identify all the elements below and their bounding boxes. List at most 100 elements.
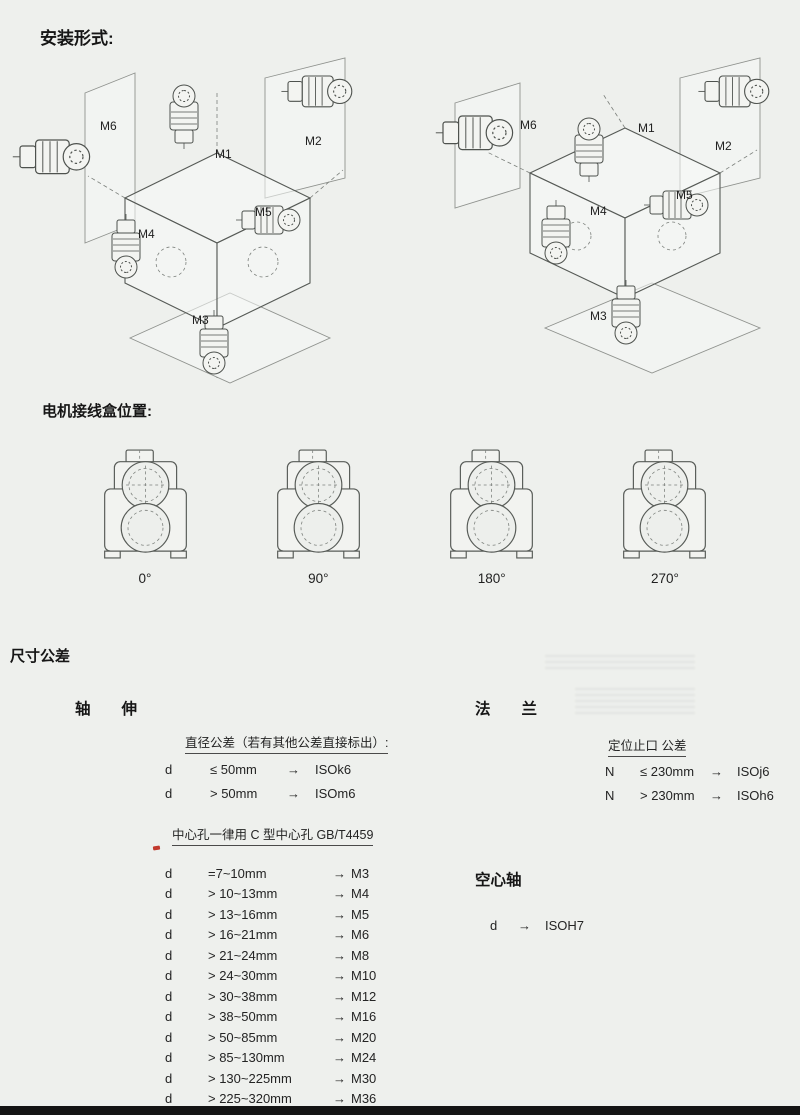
center-hole-row: d > 38~50mm → M16 xyxy=(165,1009,376,1024)
shaft-tolerance-row: d > 50mm → ISOm6 xyxy=(165,786,355,801)
symbol: N xyxy=(605,764,615,779)
arrow-icon: → xyxy=(333,1050,346,1065)
condition: ≤ 50mm xyxy=(210,762,257,777)
symbol: d xyxy=(165,907,173,922)
bleedthrough-artifact xyxy=(575,688,695,716)
terminal-box-view-0: 0° xyxy=(85,446,205,586)
center-hole-row: d > 85~130mm → M24 xyxy=(165,1050,376,1065)
tolerance-value: ISOH7 xyxy=(545,918,585,933)
thread-size: M5 xyxy=(351,907,370,922)
thread-size: M4 xyxy=(351,886,370,901)
hollow-shaft-row: d → ISOH7 xyxy=(490,918,584,933)
shaft-extension-heading: 轴 伸 xyxy=(75,701,138,718)
arrow-icon: → xyxy=(287,762,300,777)
flange-tolerance-row: N > 230mm → ISOh6 xyxy=(605,788,774,803)
terminal-box-angle-label: 270° xyxy=(651,571,679,586)
thread-size: M36 xyxy=(351,1091,377,1106)
mounting-diagram-left: M6 M1 M2 M4 M5 M3 xyxy=(12,57,353,384)
thread-size: M30 xyxy=(351,1071,377,1086)
motor-m1-left xyxy=(169,84,199,150)
scan-edge-bar xyxy=(0,1106,800,1115)
motor-m6-left xyxy=(12,139,91,175)
terminal-box-angle-label: 180° xyxy=(477,571,506,586)
label-m5: M5 xyxy=(676,188,693,202)
condition: > 225~320mm xyxy=(208,1091,292,1106)
center-hole-subtitle: 中心孔一律用 C 型中心孔 GB/T4459 xyxy=(172,824,374,846)
condition: > 50mm xyxy=(210,786,258,801)
center-hole-row: d > 10~13mm → M4 xyxy=(165,886,369,901)
symbol: N xyxy=(605,788,615,803)
arrow-icon: → xyxy=(333,1030,346,1045)
label-m1: M1 xyxy=(638,121,655,135)
label-m3: M3 xyxy=(192,313,209,327)
symbol: d xyxy=(165,866,173,881)
arrow-icon: → xyxy=(333,968,346,983)
condition: > 50~85mm xyxy=(208,1030,278,1045)
hollow-shaft-heading: 空心轴 xyxy=(475,872,522,889)
arrow-icon: → xyxy=(333,1091,346,1106)
thread-size: M16 xyxy=(351,1009,377,1024)
arrow-icon: → xyxy=(333,907,346,922)
label-m2: M2 xyxy=(715,139,732,153)
label-m6: M6 xyxy=(100,119,117,133)
symbol: d xyxy=(165,948,173,963)
flange-tolerance-row: N ≤ 230mm → ISOj6 xyxy=(605,764,770,779)
flange-spigot-subtitle: 定位止口 公差 xyxy=(608,735,687,757)
shaft-diameter-tolerance-subtitle: 直径公差（若有其他公差直接标出）: xyxy=(185,732,389,754)
center-hole-row: d > 50~85mm → M20 xyxy=(165,1030,376,1045)
condition: =7~10mm xyxy=(208,866,267,881)
tolerance-value: ISOm6 xyxy=(315,786,356,801)
symbol: d xyxy=(165,886,173,901)
motor-m6-right xyxy=(435,115,514,151)
symbol: d xyxy=(165,1030,173,1045)
condition: > 16~21mm xyxy=(208,927,278,942)
motor-front-view-90deg xyxy=(276,449,360,559)
label-m2: M2 xyxy=(305,134,322,148)
symbol: d xyxy=(165,762,173,777)
arrow-icon: → xyxy=(333,1009,346,1024)
symbol: d xyxy=(165,989,173,1004)
thread-size: M3 xyxy=(351,866,370,881)
flange-heading: 法 兰 xyxy=(475,701,538,718)
thread-size: M20 xyxy=(351,1030,377,1045)
symbol: d xyxy=(165,1091,173,1106)
arrow-icon: → xyxy=(710,764,723,779)
center-hole-row: d > 225~320mm → M36 xyxy=(165,1091,376,1106)
center-hole-row: d > 16~21mm → M6 xyxy=(165,927,369,942)
tolerance-value: ISOj6 xyxy=(737,764,770,779)
terminal-box-section-title: 电机接线盒位置: xyxy=(42,403,152,420)
condition: > 230mm xyxy=(640,788,695,803)
label-m5: M5 xyxy=(255,205,272,219)
symbol: d xyxy=(165,1009,173,1024)
terminal-box-view-180: 180° xyxy=(432,446,552,586)
condition: > 24~30mm xyxy=(208,968,278,983)
arrow-icon: → xyxy=(333,886,346,901)
thread-size: M6 xyxy=(351,927,370,942)
condition: ≤ 230mm xyxy=(640,764,695,779)
symbol: d xyxy=(165,1050,173,1065)
shaft-tolerance-row: d ≤ 50mm → ISOk6 xyxy=(165,762,351,777)
label-m4: M4 xyxy=(138,227,155,241)
mounting-section-title: 安装形式: xyxy=(40,29,114,48)
arrow-icon: → xyxy=(333,948,346,963)
condition: > 13~16mm xyxy=(208,907,278,922)
arrow-icon: → xyxy=(333,927,346,942)
label-m6: M6 xyxy=(520,118,537,132)
thread-size: M10 xyxy=(351,968,377,983)
arrow-icon: → xyxy=(710,788,723,803)
condition: > 21~24mm xyxy=(208,948,278,963)
center-hole-row: d > 21~24mm → M8 xyxy=(165,948,369,963)
symbol: d xyxy=(165,786,173,801)
symbol: d xyxy=(165,968,173,983)
center-hole-row: d > 130~225mm → M30 xyxy=(165,1071,376,1086)
center-hole-row: d =7~10mm → M3 xyxy=(165,866,369,881)
arrow-icon: → xyxy=(333,866,346,881)
terminal-box-angle-label: 0° xyxy=(138,571,152,586)
motor-front-view-0deg xyxy=(103,449,187,559)
symbol: d xyxy=(165,1071,173,1086)
arrow-icon: → xyxy=(333,1071,346,1086)
center-hole-row: d > 24~30mm → M10 xyxy=(165,968,376,983)
condition: > 130~225mm xyxy=(208,1071,292,1086)
arrow-icon: → xyxy=(333,989,346,1004)
label-m1: M1 xyxy=(215,147,232,161)
